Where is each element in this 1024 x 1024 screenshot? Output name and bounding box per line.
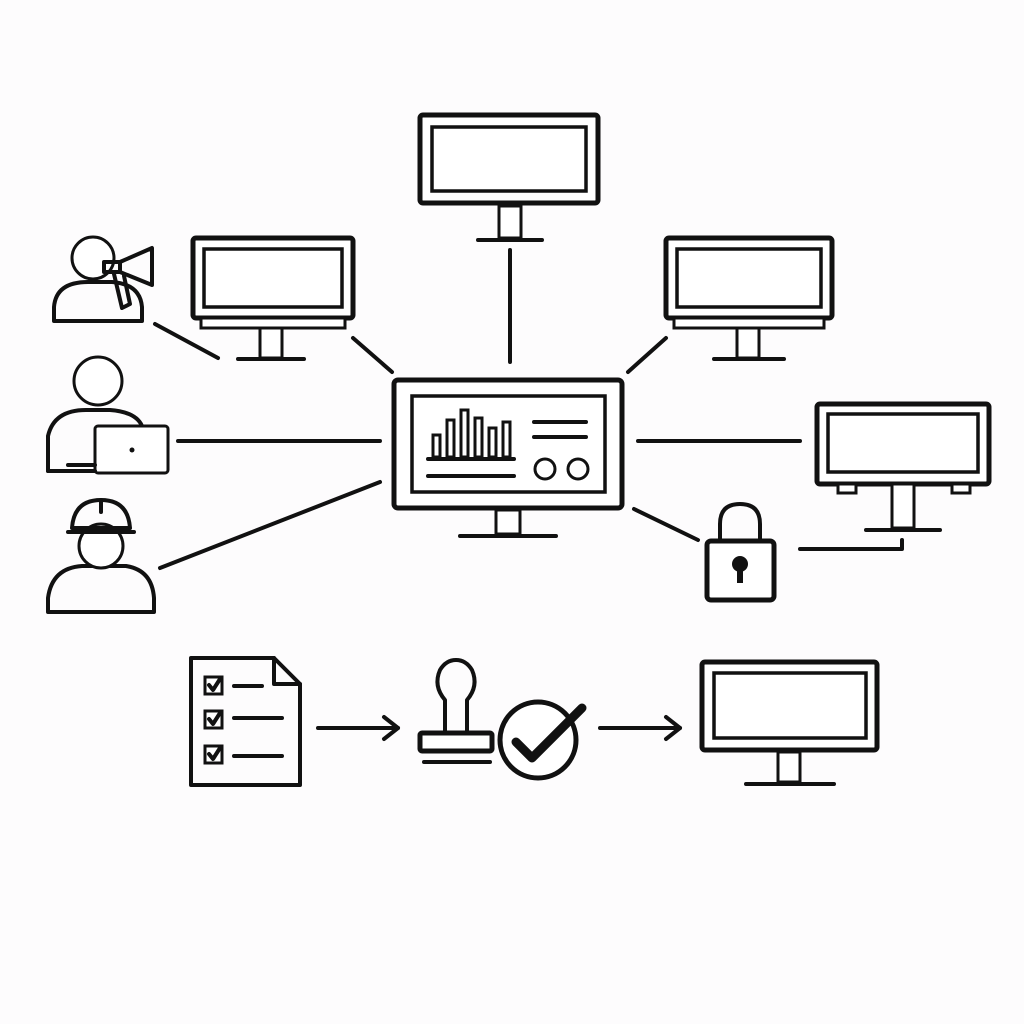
workflow-row <box>189 656 880 787</box>
bar-chart-icon <box>426 408 516 461</box>
connector-padlock <box>632 507 700 542</box>
monitor-icon <box>417 112 601 242</box>
connector-left-monitor <box>351 336 394 374</box>
arrow-right-icon <box>598 715 682 741</box>
monitor-icon <box>663 235 835 361</box>
worker-hardhat-icon <box>46 498 156 614</box>
connector-worker <box>158 480 382 570</box>
check-circle-icon <box>497 699 587 781</box>
dashboard-monitor-icon <box>391 377 625 538</box>
approval-stamp-icon <box>417 658 495 764</box>
checklist-document-icon <box>189 656 302 787</box>
dial-icon <box>566 457 590 481</box>
connector-person-megaphone <box>153 322 220 360</box>
monitor-icon <box>814 401 992 532</box>
connector-right-monitor <box>626 336 668 374</box>
monitor-icon <box>699 659 880 786</box>
connector-padlock-monitor <box>798 538 904 551</box>
dial-icon <box>533 457 557 481</box>
monitor-icon <box>190 235 356 361</box>
connectors <box>153 248 904 570</box>
person-laptop-icon <box>46 355 170 475</box>
padlock-icon <box>704 502 777 603</box>
person-megaphone-icon <box>52 235 154 323</box>
arrow-right-icon <box>316 715 400 741</box>
